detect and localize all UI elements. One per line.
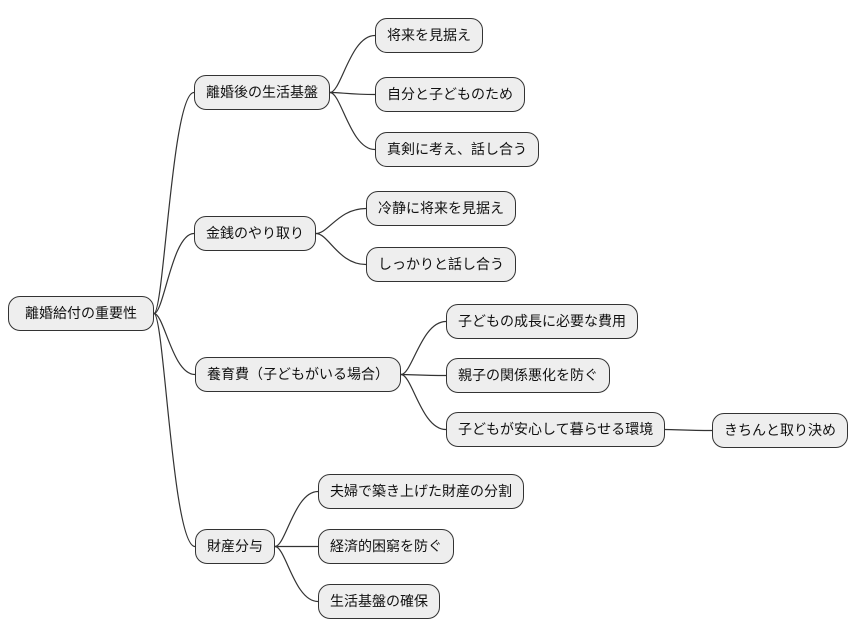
mindmap-node-think-discuss-seriously: 真剣に考え、話し合う	[375, 132, 539, 167]
mindmap-node-secure-living-foundation: 生活基盤の確保	[318, 584, 440, 619]
mindmap-edge-root-to-post-divorce-foundation	[153, 91, 195, 315]
mindmap-node-proper-agreement: きちんと取り決め	[712, 413, 848, 448]
mindmap-node-property-division: 財産分与	[195, 529, 275, 564]
mindmap-edge-money-exchange-to-calm-future-outlook	[315, 207, 367, 235]
mindmap-edge-post-divorce-foundation-to-future-outlook	[329, 34, 376, 94]
mindmap-node-secure-child-environment: 子どもが安心して暮らせる環境	[446, 412, 666, 447]
mindmap-node-prevent-relationship-damage: 親子の関係悪化を防ぐ	[446, 358, 610, 393]
mindmap-edge-child-support-to-secure-child-environment	[400, 373, 447, 431]
mindmap-edge-child-support-to-child-growth-costs	[400, 320, 447, 376]
mindmap-node-for-self-and-children: 自分と子どものため	[375, 77, 525, 112]
mindmap-edge-child-support-to-prevent-relationship-damage	[400, 373, 447, 377]
mindmap-edge-money-exchange-to-discuss-thoroughly	[315, 232, 367, 266]
mindmap-node-post-divorce-foundation: 離婚後の生活基盤	[194, 75, 330, 110]
mindmap-node-prevent-financial-hardship: 経済的困窮を防ぐ	[318, 529, 454, 564]
mindmap-node-divide-marital-assets: 夫婦で築き上げた財産の分割	[318, 474, 524, 509]
mindmap-node-money-exchange: 金銭のやり取り	[194, 216, 316, 251]
mindmap-edge-root-to-money-exchange	[153, 232, 195, 315]
mindmap-edge-property-division-to-secure-living-foundation	[274, 545, 319, 603]
mindmap-node-discuss-thoroughly: しっかりと話し合う	[366, 247, 516, 282]
mindmap-node-future-outlook: 将来を見据え	[375, 18, 483, 53]
mindmap-node-calm-future-outlook: 冷静に将来を見据え	[366, 191, 516, 226]
mindmap-node-root: 離婚給付の重要性	[8, 296, 154, 331]
mindmap-node-child-growth-costs: 子どもの成長に必要な費用	[446, 304, 638, 339]
mindmap-edge-root-to-child-support	[153, 312, 196, 376]
mindmap-edge-root-to-property-division	[153, 312, 196, 548]
mindmap-edge-post-divorce-foundation-to-for-self-and-children	[329, 91, 376, 96]
mindmap-edge-secure-child-environment-to-proper-agreement	[664, 428, 713, 432]
mindmap-edge-property-division-to-divide-marital-assets	[274, 490, 319, 548]
mindmap-edge-post-divorce-foundation-to-think-discuss-seriously	[329, 91, 376, 151]
mindmap-node-child-support: 養育費（子どもがいる場合）	[195, 357, 401, 392]
